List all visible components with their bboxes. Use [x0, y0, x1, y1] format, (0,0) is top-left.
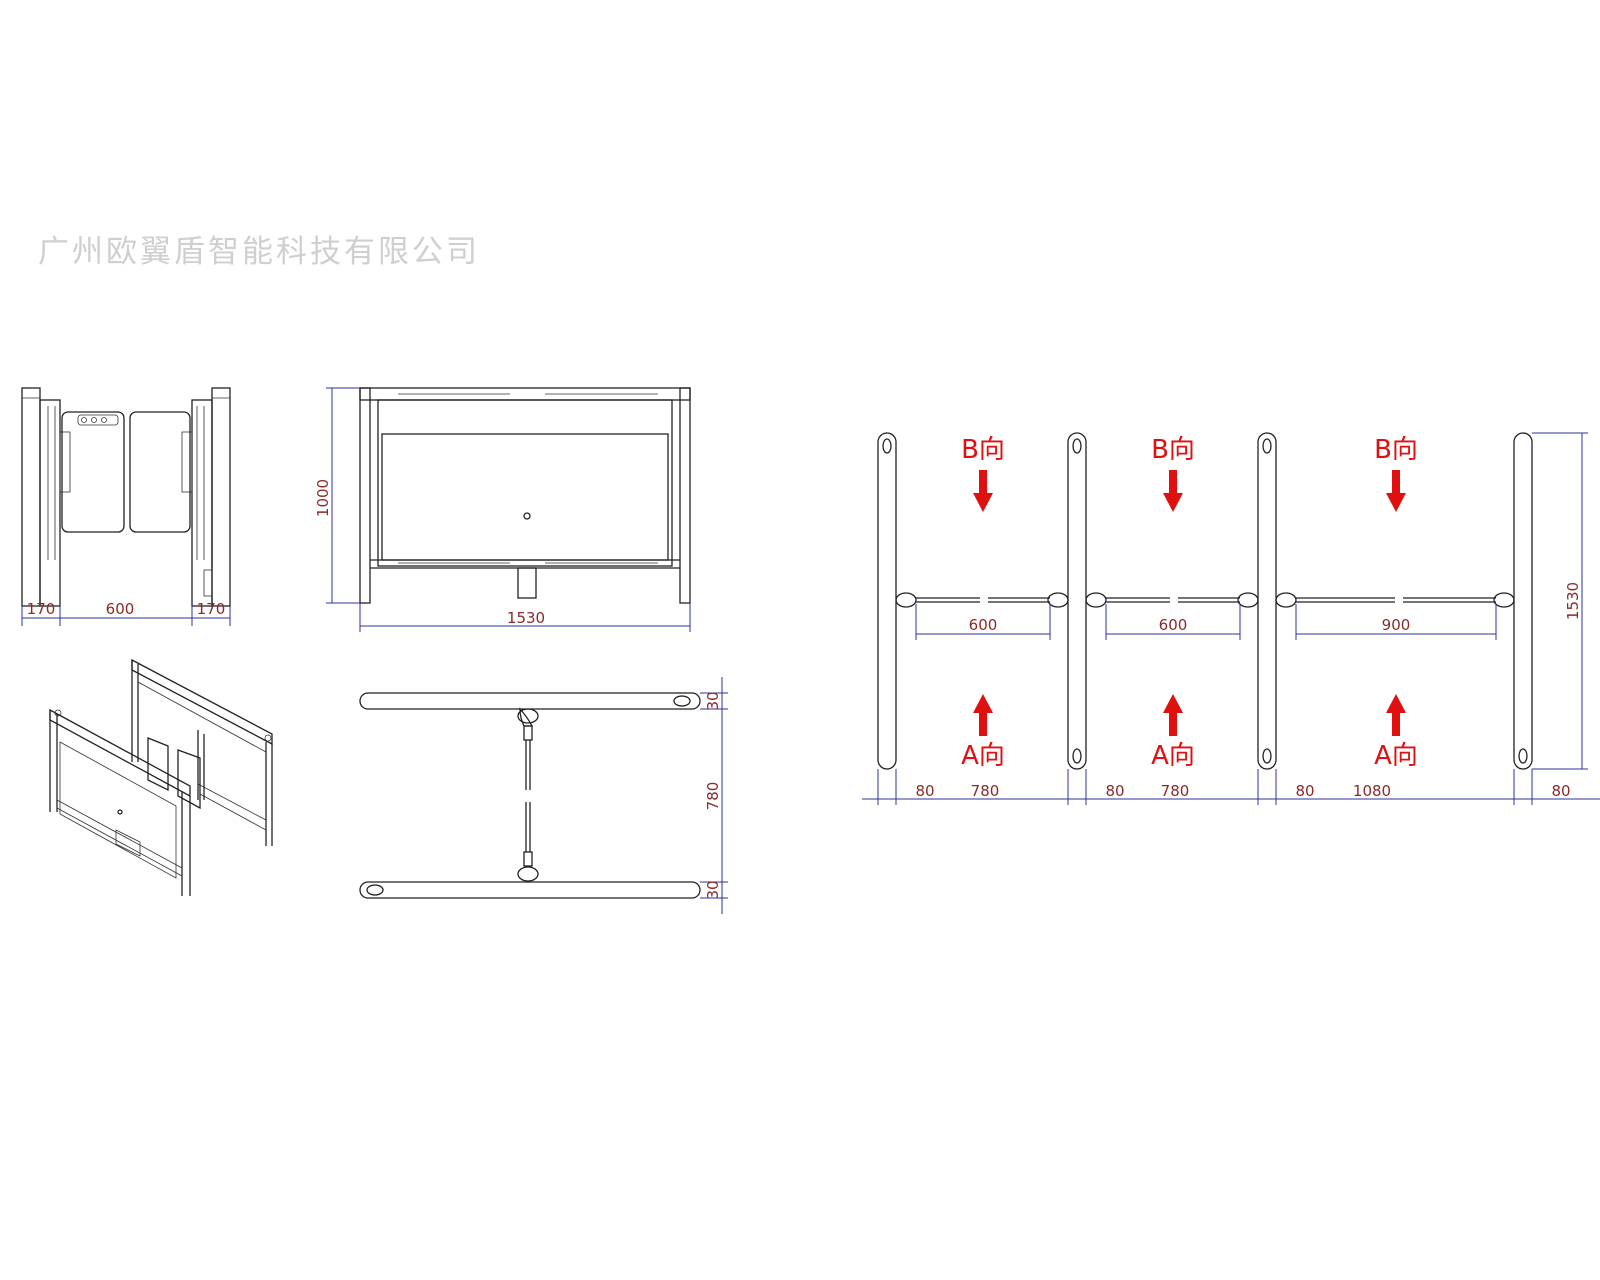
top-rail-upper — [359, 692, 701, 710]
lane2-direction-a: A向 — [1151, 741, 1195, 771]
bottom-dim-6: 1080 — [1353, 782, 1391, 800]
side-width-dim: 1530 — [507, 609, 545, 627]
bottom-dim-5: 80 — [1295, 782, 1314, 800]
lane3-direction-a: A向 — [1374, 741, 1418, 771]
layout-view: 600 600 900 B向 B向 B向 A向 A向 A向 1530 — [862, 432, 1600, 805]
right-post-inner — [191, 399, 213, 607]
lane2-arrow-up-icon — [1163, 694, 1183, 736]
top-dim-center: 780 — [704, 782, 722, 811]
front-dim-left: 170 — [27, 600, 56, 618]
lane-width-1: 600 — [969, 616, 998, 634]
right-post-outer — [211, 387, 231, 607]
left-swing-panel — [61, 411, 125, 533]
side-base-block — [517, 567, 537, 599]
side-sensor — [523, 512, 531, 520]
side-right-leg — [679, 387, 691, 604]
lane-width-3: 900 — [1382, 616, 1411, 634]
right-swing-panel — [129, 411, 191, 533]
lane1-arrow-down-icon — [973, 470, 993, 512]
side-height-dim: 1000 — [314, 479, 332, 517]
layout-arms — [895, 592, 1515, 608]
layout-post-1 — [877, 432, 897, 770]
lane3-direction-b: B向 — [1374, 435, 1418, 465]
layout-post-2 — [1067, 432, 1087, 770]
front-dim-right: 170 — [197, 600, 226, 618]
bottom-dim-3: 80 — [1105, 782, 1124, 800]
left-post-inner — [39, 399, 61, 607]
bottom-dim-2: 780 — [971, 782, 1000, 800]
company-watermark: 广州欧翼盾智能科技有限公司 — [38, 234, 480, 270]
lane2-direction-b: B向 — [1151, 435, 1195, 465]
bottom-dim-4: 780 — [1161, 782, 1190, 800]
brand-logo — [77, 414, 119, 426]
lane1-direction-b: B向 — [961, 435, 1005, 465]
lane2-arrow-down-icon — [1163, 470, 1183, 512]
layout-post-4 — [1513, 432, 1533, 770]
layout-post-3 — [1257, 432, 1277, 770]
isometric-view — [49, 658, 273, 896]
side-body — [377, 399, 673, 567]
bottom-dim-7: 80 — [1551, 782, 1570, 800]
lane-width-2: 600 — [1159, 616, 1188, 634]
left-post-outer — [21, 387, 41, 607]
layout-length-dim: 1530 — [1564, 582, 1582, 620]
top-rail-lower — [359, 881, 701, 899]
top-dim-lower: 30 — [704, 880, 722, 899]
top-view: 30 780 30 — [359, 677, 728, 914]
lane1-direction-a: A向 — [961, 741, 1005, 771]
lane1-arrow-up-icon — [973, 694, 993, 736]
side-view: 1000 1530 — [314, 387, 691, 632]
bottom-dim-1: 80 — [915, 782, 934, 800]
top-dim-upper: 30 — [704, 691, 722, 710]
side-panel — [381, 433, 669, 561]
side-left-leg — [359, 387, 371, 604]
lane3-arrow-up-icon — [1386, 694, 1406, 736]
lane3-arrow-down-icon — [1386, 470, 1406, 512]
front-dim-center: 600 — [106, 600, 135, 618]
front-view: 170 600 170 — [21, 387, 231, 626]
